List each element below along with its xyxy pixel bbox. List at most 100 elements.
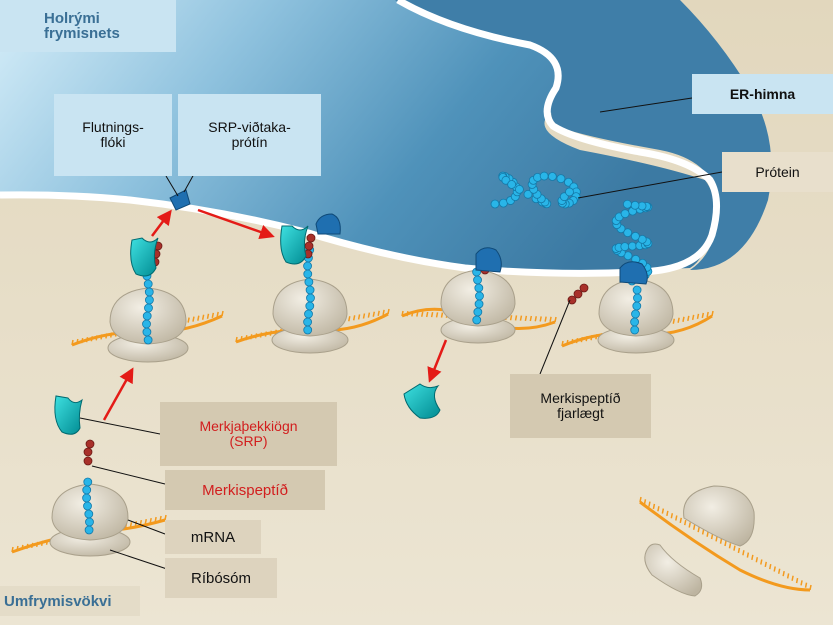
mrna-tick (590, 335, 593, 341)
label-cytosol-bottom: Umfrymisvökvi (0, 586, 140, 616)
mrna-tick (31, 542, 34, 549)
folded-protein-bead (627, 241, 637, 251)
polypeptide-bead (303, 269, 313, 279)
mrna-tick (105, 333, 108, 339)
mrna-tick (737, 547, 741, 554)
mrna-tick (691, 314, 695, 321)
mrna-tick (211, 312, 215, 319)
polypeptide-bead (84, 509, 94, 519)
polypeptide-bead (85, 517, 94, 527)
folded-protein-bead (630, 231, 640, 241)
mrna-tick (197, 315, 200, 321)
mrna-tick (21, 544, 24, 551)
mrna-tick (221, 310, 224, 317)
mrna-tick (416, 311, 419, 317)
mrna-tick (109, 332, 113, 338)
translocon-leader-b (183, 173, 195, 193)
mrna-tick (401, 310, 404, 317)
polypeptide-bead (303, 325, 313, 335)
polypeptide-bead (305, 301, 315, 311)
mrna-tick (26, 543, 29, 550)
label-protein: Prótein (722, 152, 833, 192)
mrna-tick (692, 524, 696, 530)
folded-protein-bead (523, 189, 533, 199)
mrna-tick (733, 545, 736, 551)
polypeptide-bead (84, 525, 94, 535)
mrna-tick (679, 517, 682, 523)
mrna-tick (682, 316, 685, 322)
mrna-tick (40, 540, 44, 546)
polypeptide-bead (632, 301, 642, 311)
label-translocon: Flutnings- flóki (54, 94, 172, 176)
signal-bead (85, 439, 95, 449)
mrna-tick (45, 539, 49, 545)
mrna-tick (715, 536, 718, 542)
mrna-tick (421, 311, 424, 317)
label-mrna: mRNA (165, 520, 261, 554)
mrna-tick (791, 575, 794, 581)
mrna-tick (795, 577, 799, 584)
mrna-tick (254, 333, 258, 339)
mrna-tick (11, 546, 14, 553)
polypeptide-bead (472, 315, 482, 325)
mrna-tick (657, 506, 660, 512)
mrna-tick (782, 570, 785, 577)
er-membrane (0, 0, 720, 277)
mrna-tick (206, 313, 210, 319)
mrna-tick (710, 533, 714, 540)
mrna-tick (249, 334, 253, 340)
polypeptide-bead (474, 299, 484, 309)
mrna-tick (764, 561, 767, 567)
label-signal-removed: Merkispeptíð fjarlægt (510, 374, 651, 438)
mrna-tick (561, 340, 564, 347)
receptors (169, 189, 648, 285)
mrna-tick (514, 315, 518, 321)
folded-protein-bead (547, 172, 557, 181)
polypeptide-bead (303, 261, 312, 271)
polypeptide-bead (83, 477, 93, 487)
signal-bead (567, 295, 577, 305)
signal-bead (306, 233, 316, 243)
polypeptide-bead (142, 319, 151, 329)
polypeptide-bead (142, 327, 152, 337)
polypeptide-bead (304, 309, 313, 319)
mrna-tick (192, 316, 195, 322)
mrna-tick (697, 526, 700, 533)
mrna-tick (544, 316, 547, 322)
mrna-tick (580, 336, 584, 343)
mrna-tick (760, 559, 763, 565)
mrna-tick (245, 335, 248, 341)
mrna-tick (719, 538, 723, 544)
signal-bead (83, 447, 93, 457)
mrna-tick (643, 499, 647, 505)
label-cytosol-top: Holrými frymisnets (0, 0, 176, 52)
leader-lines (79, 97, 723, 571)
mrna-tick (159, 515, 162, 522)
mrna-tick (746, 552, 750, 558)
mrna-tick (440, 312, 444, 318)
mrna-tick (216, 311, 219, 318)
polypeptide-bead (305, 285, 315, 295)
mrna-tick (377, 310, 380, 316)
mrna-tick (269, 330, 273, 336)
folded-protein-bead (622, 199, 632, 209)
mrna-tick (411, 311, 414, 317)
polypeptide-bead (632, 285, 642, 295)
folded-protein-bead (539, 171, 549, 181)
translocon-leader-a (165, 175, 179, 197)
polypeptide-bead (630, 317, 639, 327)
mrna-tick (696, 313, 700, 320)
polypeptide-bead (473, 275, 482, 285)
mrna-tick (575, 337, 579, 344)
mrna-tick (154, 516, 157, 523)
signal-bead (304, 241, 314, 251)
srp-particles (54, 225, 441, 435)
folded-protein-bead (565, 187, 574, 197)
mrna-tick (149, 517, 152, 524)
mrna-tick (129, 522, 133, 528)
mrna-tick (76, 338, 79, 345)
mrna-tick (675, 515, 678, 521)
mrna-tick (595, 334, 598, 340)
mrna-tick (406, 311, 409, 317)
polypeptide-bead (303, 317, 312, 327)
